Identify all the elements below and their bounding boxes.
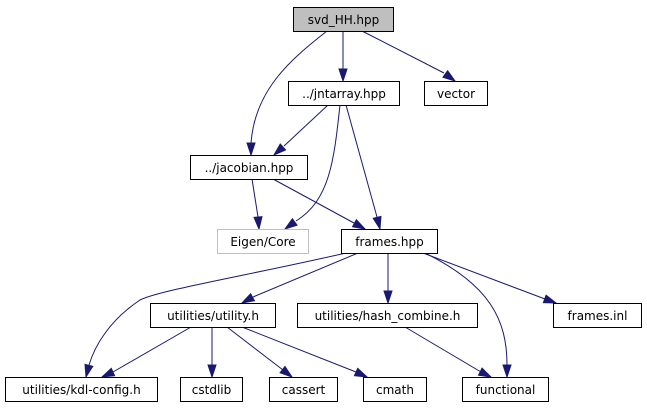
arrowhead-icon	[383, 290, 393, 305]
edge-line	[283, 104, 329, 147]
node-label: cstdlib	[192, 383, 231, 397]
edge-line	[404, 326, 482, 373]
edge-frames_hpp-to-utility_h	[240, 252, 359, 304]
node-vector[interactable]: vector	[424, 81, 488, 106]
arrowhead-icon	[442, 69, 457, 82]
arrowhead-icon	[353, 367, 369, 378]
node-label: functional	[476, 383, 536, 397]
node-hash-combine[interactable]: utilities/hash_combine.h	[297, 303, 478, 328]
edge-line	[88, 252, 347, 366]
edge-utility_h-to-cstdlib	[207, 327, 217, 379]
edge-frames_hpp-to-functional	[424, 252, 512, 379]
edge-line	[112, 326, 192, 373]
edge-frames_hpp-to-hash_combine	[383, 253, 393, 305]
node-box	[150, 303, 276, 328]
arrowhead-icon	[100, 367, 116, 378]
arrowhead-icon	[372, 215, 382, 231]
edge-line	[241, 326, 357, 373]
arrowhead-icon	[283, 217, 298, 230]
edge-jacobian-to-eigen_core	[251, 178, 263, 231]
node-box	[341, 229, 438, 254]
arrowhead-icon	[240, 292, 256, 304]
edge-line	[361, 30, 445, 74]
edge-line	[251, 178, 259, 218]
edge-svd_hh-to-jacobian	[246, 30, 328, 157]
node-box	[462, 377, 549, 402]
edge-jntarray-to-jacobian	[272, 104, 329, 157]
arrowhead-icon	[246, 142, 256, 157]
node-jntarray[interactable]: ../jntarray.hpp	[288, 81, 400, 106]
node-label: utilities/utility.h	[167, 309, 259, 323]
arrowhead-icon	[84, 363, 94, 379]
node-kdl-config[interactable]: utilities/kdl-config.h	[5, 377, 158, 402]
edge-utility_h-to-cmath	[241, 326, 369, 378]
node-cmath[interactable]: cmath	[363, 377, 427, 402]
node-label: cmath	[376, 383, 414, 397]
node-cstdlib[interactable]: cstdlib	[180, 377, 243, 402]
edge-svd_hh-to-jntarray	[338, 31, 348, 83]
arrowhead-icon	[542, 294, 558, 304]
node-label: svd_HH.hpp	[308, 13, 379, 27]
node-box	[297, 303, 478, 328]
arrowhead-icon	[279, 365, 294, 378]
node-utility-h[interactable]: utilities/utility.h	[150, 303, 276, 328]
arrowhead-icon	[502, 364, 512, 379]
edge-jntarray-to-eigen_core	[283, 104, 341, 230]
edge-hash_combine-to-functional	[404, 326, 493, 378]
node-label: frames.hpp	[355, 235, 424, 249]
edge-utility_h-to-cassert	[226, 326, 294, 378]
edge-frames_hpp-to-kdl_config	[84, 252, 347, 379]
node-label: ../jntarray.hpp	[302, 87, 386, 101]
node-label: frames.inl	[568, 309, 628, 323]
node-label: cassert	[282, 383, 326, 397]
edge-line	[424, 252, 508, 366]
edge-frames_hpp-to-frames_inl	[422, 252, 558, 304]
edge-utility_h-to-kdl_config	[100, 326, 192, 378]
edge-line	[295, 104, 341, 222]
node-box	[269, 377, 338, 402]
edge-line	[226, 326, 284, 371]
node-svd-hh[interactable]: svd_HH.hpp	[293, 7, 394, 32]
edges-layer	[84, 30, 558, 379]
node-label: Eigen/Core	[230, 235, 295, 249]
nodes-layer: svd_HH.hpp ../jntarray.hpp vector ../jacobi…	[5, 7, 642, 402]
node-box	[553, 303, 642, 328]
arrowhead-icon	[207, 364, 217, 379]
node-label: utilities/kdl-config.h	[22, 383, 140, 397]
edge-svd_hh-to-vector	[361, 30, 457, 82]
node-cassert[interactable]: cassert	[269, 377, 338, 402]
arrowhead-icon	[272, 143, 287, 157]
node-box	[293, 7, 394, 32]
arrowhead-icon	[338, 68, 348, 83]
node-box	[424, 81, 488, 106]
arrowhead-icon	[351, 218, 367, 230]
node-box	[363, 377, 427, 402]
arrowhead-icon	[253, 216, 263, 231]
node-label: vector	[437, 87, 475, 101]
node-label: ../jacobian.hpp	[205, 161, 294, 175]
edge-line	[345, 104, 378, 218]
arrowhead-icon	[477, 367, 493, 378]
edge-line	[250, 30, 328, 144]
node-box	[180, 377, 243, 402]
edge-line	[252, 252, 359, 298]
node-box	[217, 229, 309, 254]
node-eigen-core: Eigen/Core	[217, 229, 309, 254]
node-frames-inl[interactable]: frames.inl	[553, 303, 642, 328]
node-jacobian[interactable]: ../jacobian.hpp	[190, 155, 308, 180]
node-box	[288, 81, 400, 106]
edge-jntarray-to-frames_hpp	[345, 104, 382, 231]
edge-jacobian-to-frames_hpp	[272, 178, 367, 230]
node-frames-hpp[interactable]: frames.hpp	[341, 229, 438, 254]
node-functional[interactable]: functional	[462, 377, 549, 402]
node-label: utilities/hash_combine.h	[315, 309, 461, 323]
edge-line	[272, 178, 355, 224]
node-box	[190, 155, 308, 180]
edge-line	[422, 252, 546, 300]
node-box	[5, 377, 158, 402]
